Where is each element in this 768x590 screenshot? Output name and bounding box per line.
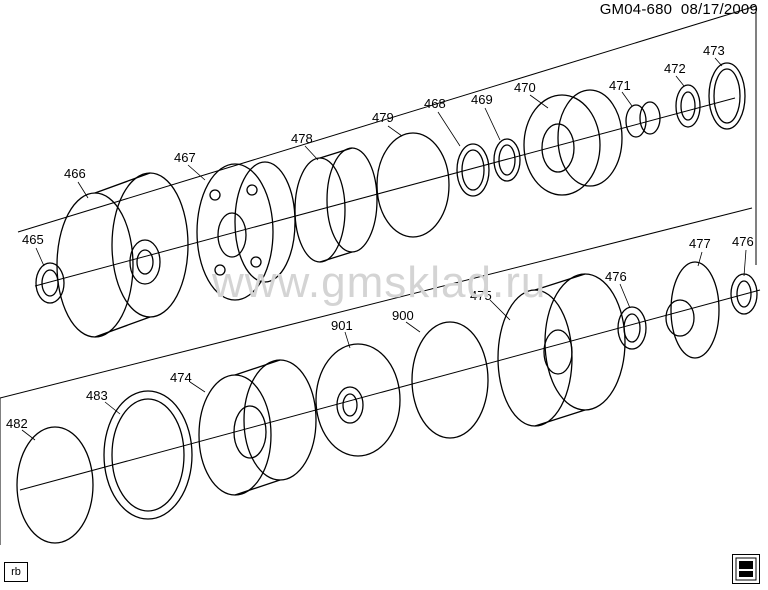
callout-474: 474: [170, 370, 192, 385]
callout-476-left: 476: [605, 269, 627, 284]
part-473-ring: [708, 62, 746, 130]
part-472-washer: [675, 84, 701, 128]
upper-axis: [34, 97, 736, 287]
callout-477: 477: [689, 236, 711, 251]
part-470-carrier: [523, 89, 623, 196]
diagram-id: GM04-680: [599, 1, 673, 18]
callout-468: 468: [424, 96, 446, 111]
callout-483: 483: [86, 388, 108, 403]
callout-labels: 465 466 467 478 479 468 469 470 471 472 …: [6, 43, 754, 431]
logo-icon: [735, 557, 757, 581]
part-471-gear: [625, 101, 661, 138]
diagram-date: 08/17/2009: [680, 1, 758, 18]
callout-473: 473: [703, 43, 725, 58]
callout-476-right: 476: [732, 234, 754, 249]
part-474-housing: [198, 359, 317, 496]
part-467-carrier: [196, 161, 296, 301]
lower-axis: [19, 289, 761, 491]
part-465-washer: [35, 262, 65, 304]
gm-spo-logo: [732, 554, 760, 584]
callout-479: 479: [372, 110, 394, 125]
panel-outline: [17, 5, 757, 233]
part-479-ring: [376, 132, 450, 238]
callout-470: 470: [514, 80, 536, 95]
callout-466: 466: [64, 166, 86, 181]
part-477-plate: [665, 261, 720, 359]
part-901-piston: [315, 343, 401, 457]
part-483-ring: [103, 390, 193, 520]
part-469-ring: [493, 138, 521, 182]
part-475-drum: [497, 273, 626, 427]
callout-467: 467: [174, 150, 196, 165]
part-466-drum: [56, 172, 189, 338]
part-478-hub: [294, 147, 378, 263]
callout-901: 901: [331, 318, 353, 333]
callout-482: 482: [6, 416, 28, 431]
callout-465: 465: [22, 232, 44, 247]
part-476-washer-left: [617, 306, 647, 350]
part-482-ring: [16, 426, 94, 544]
callout-478: 478: [291, 131, 313, 146]
part-468-ring: [456, 143, 490, 197]
callout-475: 475: [470, 288, 492, 303]
part-900-ring: [411, 321, 489, 439]
callout-469: 469: [471, 92, 493, 107]
callout-900: 900: [392, 308, 414, 323]
callout-471: 471: [609, 78, 631, 93]
callout-472: 472: [664, 61, 686, 76]
diagram-code: GM04-680 08/17/2009: [600, 1, 758, 18]
corner-box-rb: rb: [4, 562, 28, 582]
